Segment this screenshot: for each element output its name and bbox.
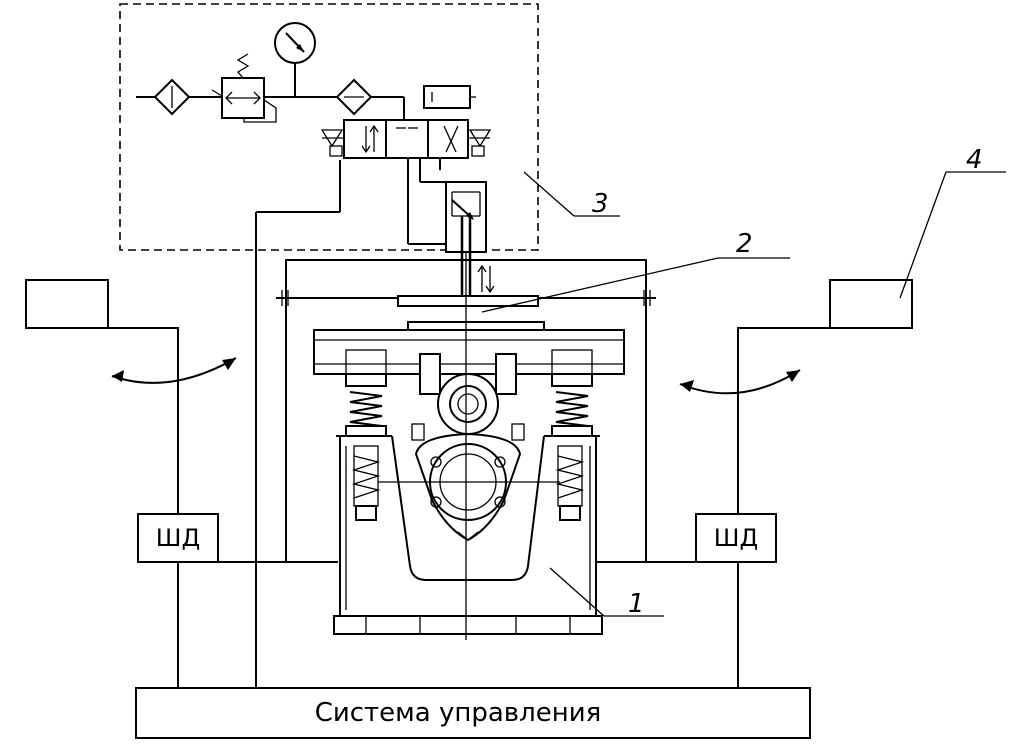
left-rotating-support xyxy=(25,279,237,688)
control-system-box xyxy=(135,687,811,739)
air-filter-icon xyxy=(153,78,191,116)
solenoid-icon xyxy=(403,85,476,122)
stepper-motor-right xyxy=(596,513,777,563)
callout-3: 3 xyxy=(592,189,609,219)
spring-left-upper xyxy=(345,373,387,437)
right-rotating-support xyxy=(679,279,913,688)
pneumatic-cylinder-icon xyxy=(445,181,495,300)
control-system-label: Система управления xyxy=(315,698,602,728)
air-filter-2-icon xyxy=(335,78,373,116)
loading-plate xyxy=(313,295,625,375)
stepper-motor-left xyxy=(137,513,338,563)
callout-1: 1 xyxy=(628,589,645,619)
stepper-left-label: ШД xyxy=(156,524,200,552)
pressure-gauge-icon xyxy=(274,22,316,97)
spring-right-upper xyxy=(551,373,593,437)
callout-4: 4 xyxy=(966,145,983,175)
pneumatic-panel xyxy=(119,3,539,251)
directional-valve-icon xyxy=(320,119,492,159)
pressure-regulator-icon xyxy=(211,53,277,123)
callout-leaders xyxy=(481,171,1006,617)
test-stand-housing xyxy=(333,435,603,635)
valve-lines xyxy=(255,158,446,688)
specimen-assembly xyxy=(411,353,525,542)
callout-2: 2 xyxy=(736,229,753,259)
stepper-right-label: ШД xyxy=(714,524,758,552)
spring-left-lower xyxy=(351,445,381,521)
spring-right-lower xyxy=(555,445,585,521)
centerlines xyxy=(378,252,560,640)
